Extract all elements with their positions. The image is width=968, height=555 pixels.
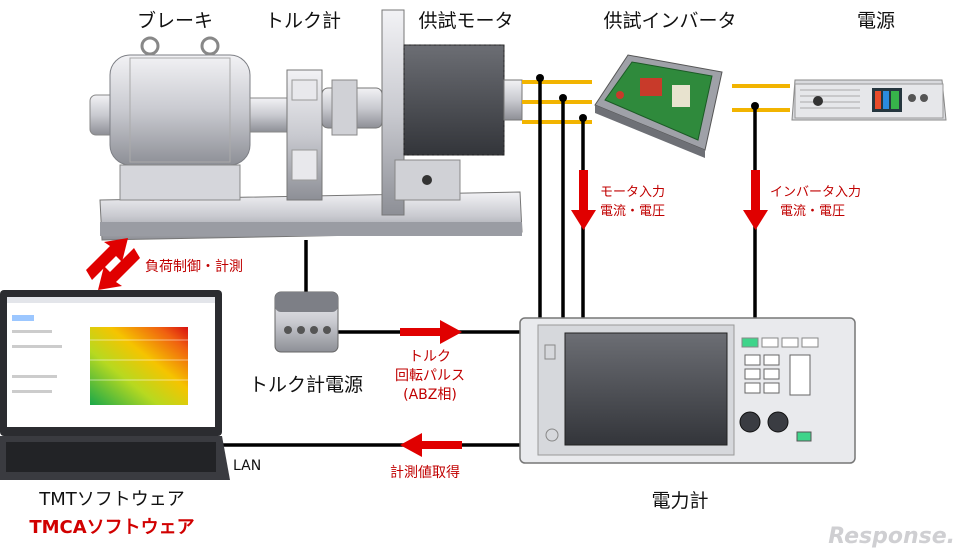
label-torque-meter: トルク計 xyxy=(265,10,341,32)
label-test-motor: 供試モータ xyxy=(418,10,513,32)
label-pulse-3: (ABZ相) xyxy=(403,387,457,403)
arrow-torque-pulse xyxy=(400,320,462,344)
test-motor-image xyxy=(381,9,523,216)
arrow-load-control xyxy=(86,238,140,290)
label-power-meter: 電力計 xyxy=(651,490,708,512)
power-meter-image xyxy=(519,317,856,464)
torque-meter-image xyxy=(286,69,383,201)
laptop-image xyxy=(0,290,230,480)
label-torque-power: トルク計電源 xyxy=(249,374,363,396)
label-motor-input-1: モータ入力 xyxy=(600,185,665,200)
label-inverter-input-2: 電流・電圧 xyxy=(780,204,845,219)
torque-power-supply-image xyxy=(274,291,339,353)
label-measure-get: 計測値取得 xyxy=(390,464,460,481)
label-pulse-1: トルク xyxy=(409,349,451,365)
label-brake: ブレーキ xyxy=(137,9,213,32)
power-supply-image xyxy=(791,79,947,121)
watermark-text: Response. xyxy=(828,524,955,549)
label-lan: LAN xyxy=(233,458,261,474)
label-load-control: 負荷制御・計測 xyxy=(145,259,243,275)
label-tmt-software: TMTソフトウェア xyxy=(38,489,185,510)
response-logo: Response. xyxy=(828,524,955,549)
label-inverter-input-1: インバータ入力 xyxy=(770,185,861,200)
dynamometer-bench xyxy=(89,9,523,241)
test-inverter-image xyxy=(594,54,723,158)
phase-lines xyxy=(522,80,790,124)
label-tmca-software: TMCAソフトウェア xyxy=(29,517,194,538)
arrow-measure-get xyxy=(400,433,462,457)
label-pulse-2: 回転パルス xyxy=(395,368,465,384)
brake-image xyxy=(89,36,291,201)
cables xyxy=(222,78,757,447)
label-power-supply: 電源 xyxy=(857,10,895,32)
arrow-motor-input xyxy=(571,170,596,230)
label-test-inverter: 供試インバータ xyxy=(603,10,736,32)
label-motor-input-2: 電流・電圧 xyxy=(600,204,665,219)
arrow-inverter-input xyxy=(743,170,768,230)
